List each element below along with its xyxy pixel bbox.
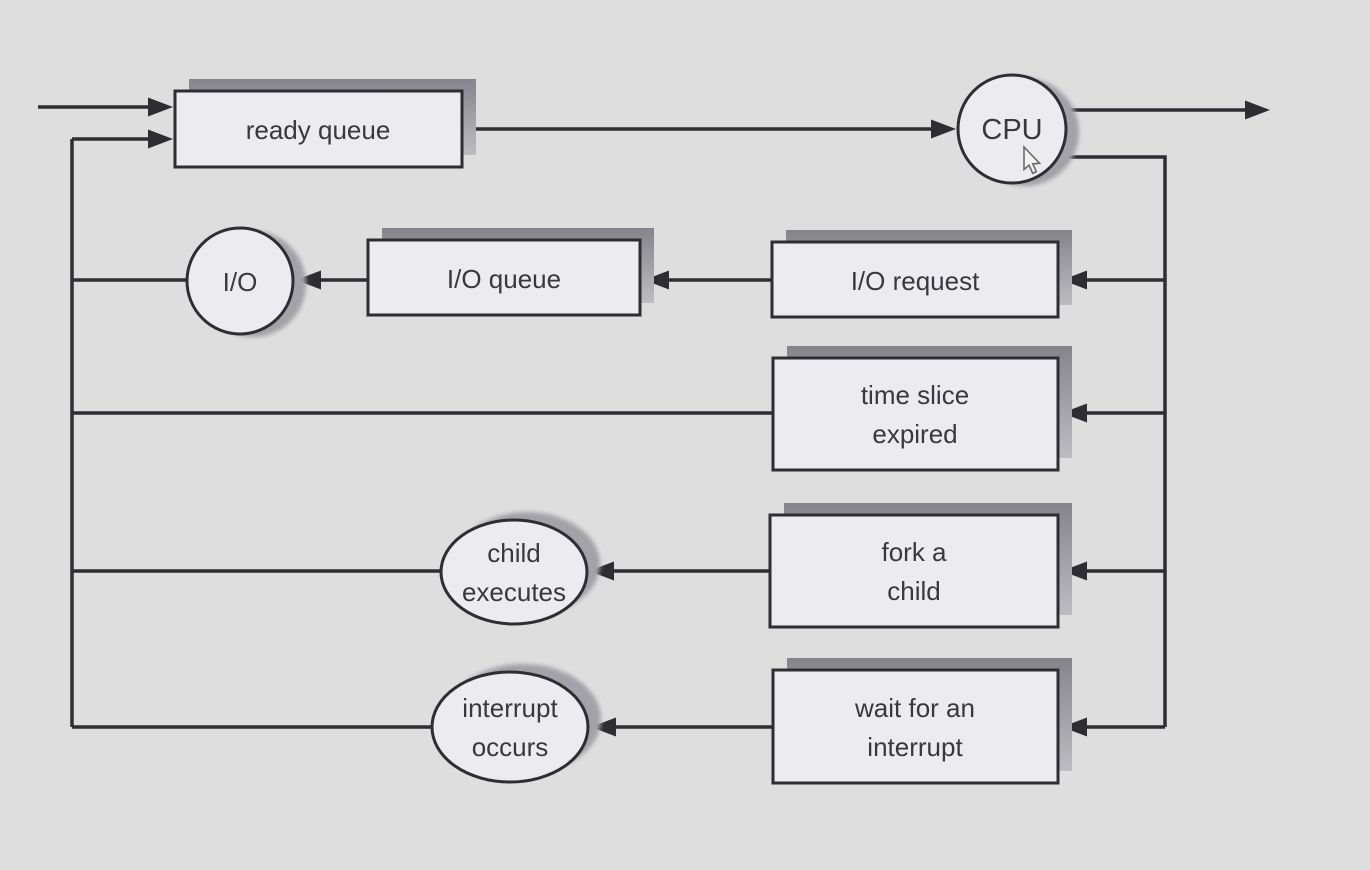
arrowhead — [1062, 270, 1087, 290]
node-wait-for-interrupt: wait for an interrupt — [771, 658, 1072, 785]
wait-box — [771, 668, 1060, 785]
time-slice-label-line1: time slice — [861, 380, 969, 410]
arrowhead — [296, 270, 321, 290]
node-fork-a-child: fork a child — [768, 503, 1072, 629]
child-executes-ellipse — [439, 518, 589, 626]
fork-label-line1: fork a — [881, 537, 947, 567]
child-executes-label-line1: child — [487, 538, 540, 568]
io-circle — [185, 226, 295, 336]
time-slice-label-line2: expired — [872, 419, 957, 449]
mouse-cursor-icon — [1023, 145, 1042, 175]
arrowhead — [148, 97, 173, 117]
arrowhead — [591, 717, 616, 737]
arrowhead — [644, 270, 669, 290]
arrowhead — [1062, 561, 1087, 581]
cpu-label: CPU — [981, 114, 1042, 146]
node-interrupt-occurs: interrupt occurs — [430, 664, 601, 784]
connectors — [38, 105, 1246, 729]
child-executes-label-line2: executes — [462, 577, 566, 607]
time-slice-box — [771, 356, 1060, 472]
arrowhead — [1062, 403, 1087, 423]
arrowhead — [931, 119, 956, 139]
io-queue-label: I/O queue — [447, 264, 561, 294]
node-cpu: CPU — [956, 73, 1079, 186]
wait-label-line1: wait for an — [854, 693, 975, 723]
interrupt-occurs-ellipse — [430, 670, 590, 784]
io-request-box — [770, 240, 1060, 319]
fork-box — [768, 513, 1060, 629]
cpu-dispatch-trunk — [1040, 155, 1167, 727]
io-queue-box — [366, 238, 642, 317]
node-io: I/O — [185, 226, 306, 337]
node-ready-queue: ready queue — [173, 79, 476, 169]
io-label: I/O — [223, 267, 258, 297]
node-io-request: I/O request — [770, 230, 1072, 319]
node-child-executes: child executes — [439, 512, 600, 626]
wait-label-line2: interrupt — [867, 732, 963, 762]
io-request-label: I/O request — [851, 266, 980, 296]
arrowhead — [1062, 717, 1087, 737]
arrowheads — [148, 97, 1270, 737]
node-io-queue: I/O queue — [366, 228, 654, 317]
fork-label-line2: child — [887, 576, 940, 606]
interrupt-occurs-label-line2: occurs — [472, 732, 549, 762]
interrupt-occurs-label-line1: interrupt — [462, 693, 558, 723]
cpu-circle — [956, 73, 1068, 185]
arrowhead — [589, 561, 614, 581]
ready-queue-box — [173, 89, 464, 169]
arrowhead — [1245, 100, 1270, 120]
ready-queue-label: ready queue — [246, 115, 391, 145]
node-time-slice-expired: time slice expired — [771, 346, 1072, 472]
arrowhead — [148, 129, 173, 149]
